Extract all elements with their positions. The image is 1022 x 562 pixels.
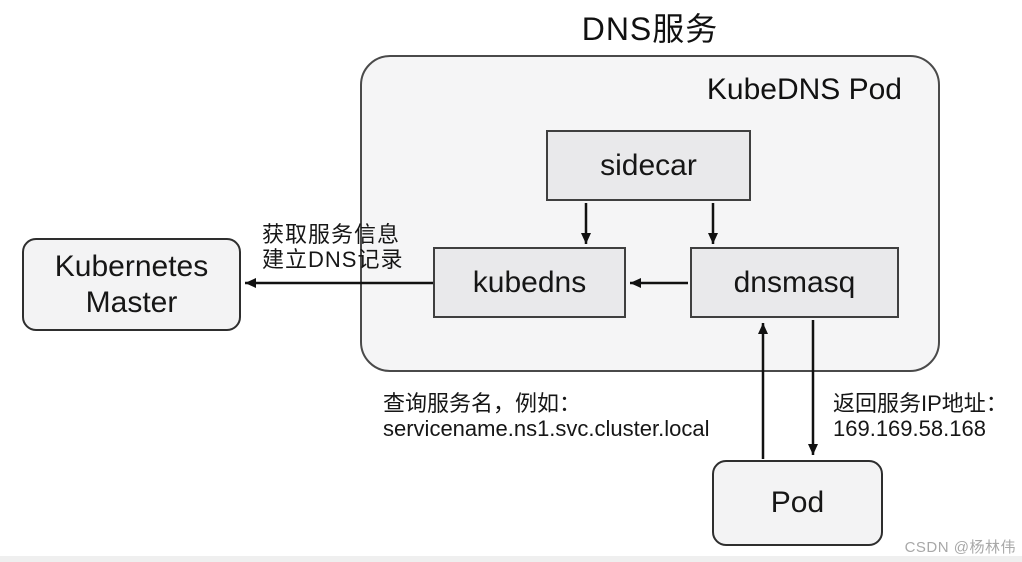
node-pod: Pod: [712, 460, 883, 546]
kubedns-pod-container: KubeDNS Pod: [360, 55, 940, 372]
annotation-dns-query: 查询服务名，例如： servicename.ns1.svc.cluster.lo…: [383, 391, 709, 441]
node-kubernetes-master-line1: Kubernetes: [54, 249, 209, 283]
annotation-dns-response-line1: 返回服务IP地址：: [833, 391, 1008, 416]
node-dnsmasq-label: dnsmasq: [733, 265, 856, 299]
annotation-master-link-line2: 建立DNS记录: [262, 247, 404, 272]
annotation-dns-query-line1: 查询服务名，例如：: [383, 391, 582, 416]
node-kubernetes-master-line2: Master: [85, 285, 178, 319]
node-kubernetes-master-label: Kubernetes Master: [55, 249, 208, 321]
node-dnsmasq: dnsmasq: [690, 247, 899, 318]
node-kubernetes-master: Kubernetes Master: [22, 238, 241, 331]
annotation-dns-query-line2: servicename.ns1.svc.cluster.local: [383, 416, 710, 441]
node-pod-label: Pod: [770, 486, 825, 519]
node-sidecar: sidecar: [546, 130, 751, 201]
annotation-dns-response: 返回服务IP地址： 169.169.58.168: [833, 391, 1008, 441]
node-kubedns-label: kubedns: [472, 265, 587, 299]
kubedns-pod-label: KubeDNS Pod: [706, 73, 902, 106]
annotation-dns-response-line2: 169.169.58.168: [833, 416, 986, 441]
bottom-strip: [0, 556, 1022, 562]
node-kubedns: kubedns: [433, 247, 626, 318]
diagram-title: DNS服务: [581, 11, 719, 47]
csdn-watermark: CSDN @杨林伟: [904, 539, 1016, 556]
annotation-master-link: 获取服务信息 建立DNS记录: [262, 222, 403, 272]
node-sidecar-label: sidecar: [600, 148, 697, 182]
annotation-master-link-line1: 获取服务信息: [262, 222, 401, 247]
